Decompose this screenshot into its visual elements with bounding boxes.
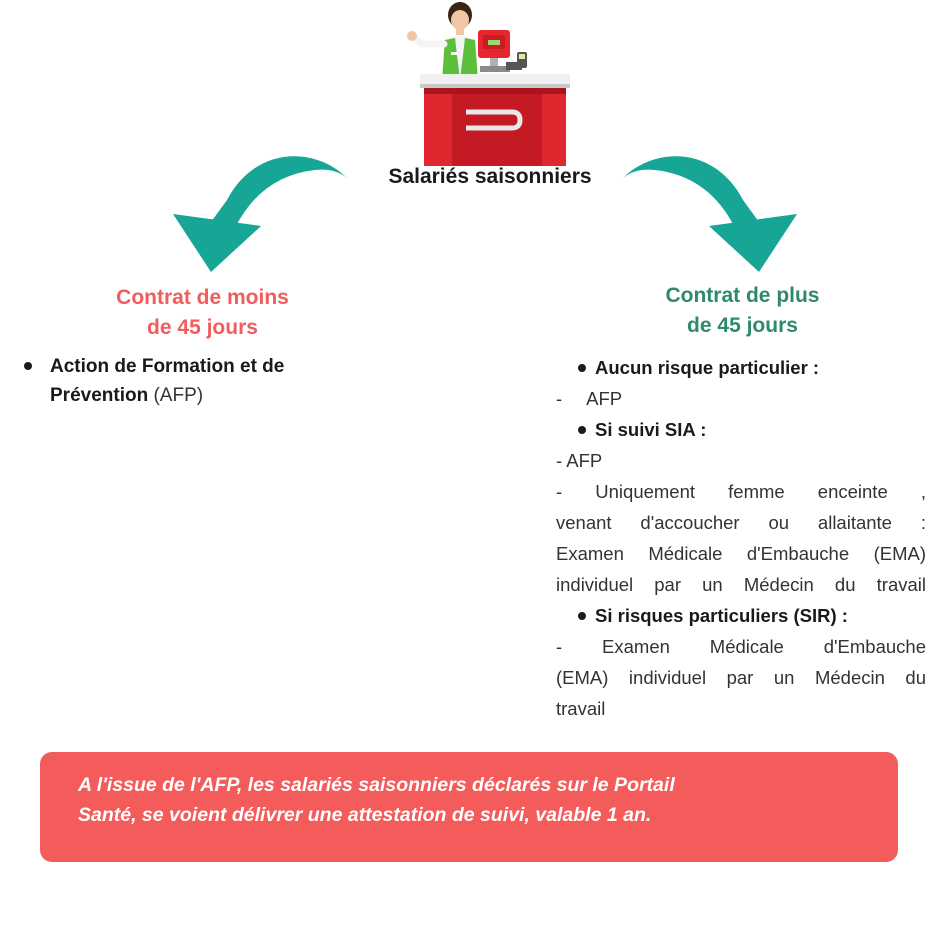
- text-line: - Examen Médicale d'Embauche: [556, 636, 926, 657]
- list-item: Action de Formation et de Prévention (AF…: [22, 352, 362, 410]
- curved-arrow-down-left-icon: [173, 156, 347, 272]
- afp-item: AFP: [586, 388, 623, 409]
- right-bullet-list: Aucun risque particulier : - AFP Si suivi…: [556, 352, 926, 724]
- afp-label-line1: Action de Formation et de: [50, 356, 285, 377]
- text-line: Examen Médicale d'Embauche (EMA): [556, 543, 926, 564]
- list-item: Si suivi SIA :: [556, 414, 926, 445]
- heading-suivi-sia: Si suivi SIA :: [595, 419, 707, 440]
- right-branch-title: Contrat de plus de 45 jours: [610, 281, 875, 341]
- bullet-icon: [24, 362, 32, 370]
- list-item: - AFP: [556, 383, 926, 414]
- central-title: Salariés saisonniers: [388, 165, 592, 188]
- text-line: venant d'accoucher ou allaitante :: [556, 512, 926, 533]
- bullet-icon: [578, 364, 586, 372]
- heading-aucun-risque: Aucun risque particulier :: [595, 357, 820, 378]
- list-item: - AFP: [556, 450, 603, 471]
- list-item: Aucun risque particulier :: [556, 352, 926, 383]
- afp-abbrev: (AFP): [148, 385, 204, 406]
- text-line: travail: [556, 698, 606, 719]
- bullet-icon: [578, 426, 586, 434]
- footer-text: A l'issue de l'AFP, les salariés saisonn…: [78, 770, 878, 830]
- left-branch-title: Contrat de moins de 45 jours: [70, 283, 335, 343]
- curved-arrow-down-right-icon: [623, 156, 797, 272]
- right-title-line1: Contrat de plus: [665, 284, 820, 307]
- heading-risques-particuliers: Si risques particuliers (SIR) :: [595, 605, 848, 626]
- left-title-line1: Contrat de moins: [116, 286, 289, 309]
- footer-line2: Santé, se voient délivrer une attestatio…: [78, 804, 652, 826]
- left-title-line2: de 45 jours: [147, 316, 258, 339]
- text-line: individuel par un Médecin du travail: [556, 574, 926, 595]
- footer-callout: [40, 752, 898, 862]
- footer-line1: A l'issue de l'AFP, les salariés saisonn…: [78, 774, 675, 796]
- list-item: Si risques particuliers (SIR) :: [556, 600, 926, 631]
- right-title-line2: de 45 jours: [687, 314, 798, 337]
- text-line: - Uniquement femme enceinte ,: [556, 481, 926, 502]
- cashier-illustration: [407, 2, 570, 166]
- afp-label-line2: Prévention: [50, 385, 149, 406]
- dash: -: [556, 388, 563, 409]
- left-bullet-list: Action de Formation et de Prévention (AF…: [22, 352, 362, 410]
- bullet-icon: [578, 612, 586, 620]
- text-line: (EMA) individuel par un Médecin du: [556, 667, 926, 688]
